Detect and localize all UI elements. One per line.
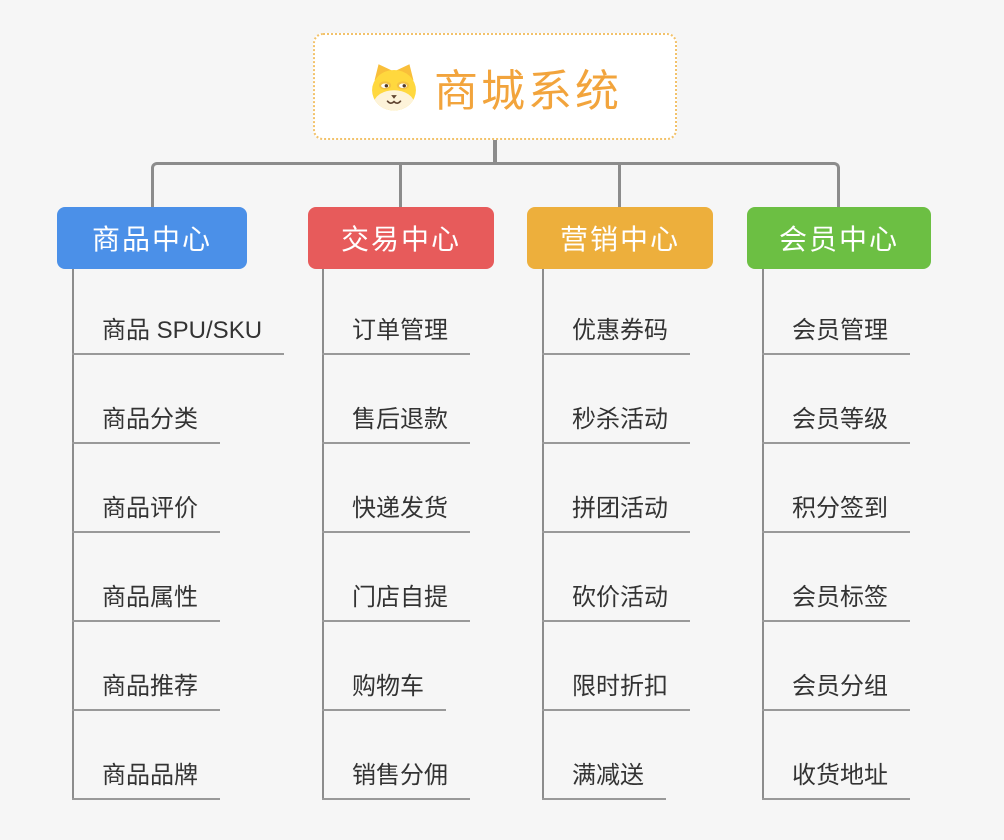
leaf-node[interactable]: 会员管理 — [762, 315, 910, 355]
connector-column-member — [762, 269, 764, 800]
leaf-node[interactable]: 购物车 — [322, 671, 446, 711]
connector-bus — [151, 162, 840, 208]
leaf-node[interactable]: 商品属性 — [72, 582, 220, 622]
leaf-node[interactable]: 会员分组 — [762, 671, 910, 711]
branch-node-trade-center[interactable]: 交易中心 — [308, 207, 494, 269]
leaf-node[interactable]: 会员等级 — [762, 404, 910, 444]
branch-node-marketing-center[interactable]: 营销中心 — [527, 207, 713, 269]
leaf-node[interactable]: 秒杀活动 — [542, 404, 690, 444]
connector-stub-trade — [399, 162, 402, 208]
branch-node-product-center[interactable]: 商品中心 — [57, 207, 247, 269]
connector-column-product — [72, 269, 74, 800]
leaf-node[interactable]: 积分签到 — [762, 493, 910, 533]
connector-stub-marketing — [618, 162, 621, 208]
leaf-node[interactable]: 订单管理 — [322, 315, 470, 355]
leaf-node[interactable]: 商品评价 — [72, 493, 220, 533]
connector-root-stem — [493, 140, 497, 165]
leaf-node[interactable]: 收货地址 — [762, 760, 910, 800]
leaf-node[interactable]: 会员标签 — [762, 582, 910, 622]
root-node[interactable]: 商城系统 — [313, 33, 677, 140]
leaf-node[interactable]: 门店自提 — [322, 582, 470, 622]
connector-column-trade — [322, 269, 324, 800]
root-title: 商城系统 — [434, 66, 622, 116]
leaf-node[interactable]: 满减送 — [542, 760, 666, 800]
leaf-node[interactable]: 商品推荐 — [72, 671, 220, 711]
leaf-node[interactable]: 商品 SPU/SKU — [72, 315, 285, 355]
leaf-node[interactable]: 优惠券码 — [542, 315, 690, 355]
dog-face-icon — [372, 63, 416, 111]
leaf-node[interactable]: 商品分类 — [72, 404, 220, 444]
connector-column-marketing — [542, 269, 544, 800]
leaf-node[interactable]: 限时折扣 — [542, 671, 690, 711]
leaf-node[interactable]: 销售分佣 — [322, 760, 470, 800]
leaf-node[interactable]: 砍价活动 — [542, 582, 690, 622]
branch-node-member-center[interactable]: 会员中心 — [747, 207, 931, 269]
leaf-node[interactable]: 商品品牌 — [72, 760, 220, 800]
leaf-node[interactable]: 快递发货 — [322, 493, 470, 533]
leaf-node[interactable]: 售后退款 — [322, 404, 470, 444]
leaf-node[interactable]: 拼团活动 — [542, 493, 690, 533]
